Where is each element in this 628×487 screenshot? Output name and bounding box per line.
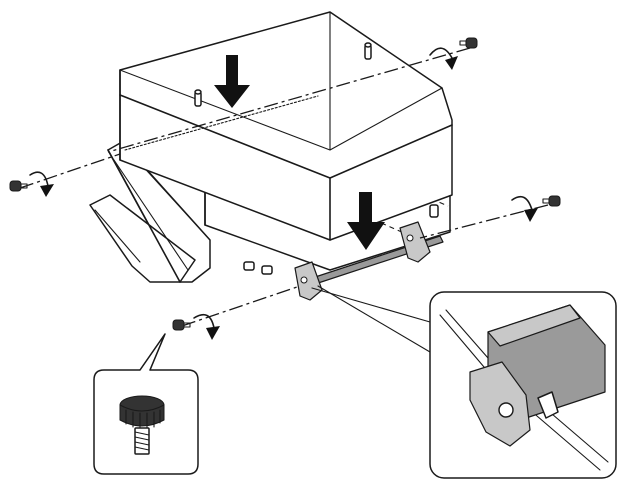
rotate-arrow-right xyxy=(511,195,538,222)
thumb-screw-detail xyxy=(93,333,199,475)
thumb-screw-left xyxy=(9,180,28,192)
screw-axis-bottom xyxy=(181,285,301,327)
alignment-pin-right xyxy=(364,42,372,60)
screw-axis-left xyxy=(19,153,121,189)
printer-body xyxy=(119,11,453,241)
insertion-arrow-bottom xyxy=(347,192,385,250)
thumb-screw-bottom xyxy=(172,319,191,331)
front-rail xyxy=(294,221,444,301)
rail-bracket-detail xyxy=(311,285,617,479)
rotate-arrow-bottom xyxy=(193,313,220,340)
thumb-screw-top-right xyxy=(459,37,478,49)
thumb-screw-right xyxy=(542,195,561,207)
rotate-arrow-left xyxy=(29,171,54,197)
alignment-pin-left xyxy=(194,89,202,107)
screw-axis-top xyxy=(107,47,471,153)
rotate-arrow-top-right xyxy=(429,47,458,70)
screw-axis-right xyxy=(419,204,549,239)
insertion-arrow-top xyxy=(214,55,250,108)
